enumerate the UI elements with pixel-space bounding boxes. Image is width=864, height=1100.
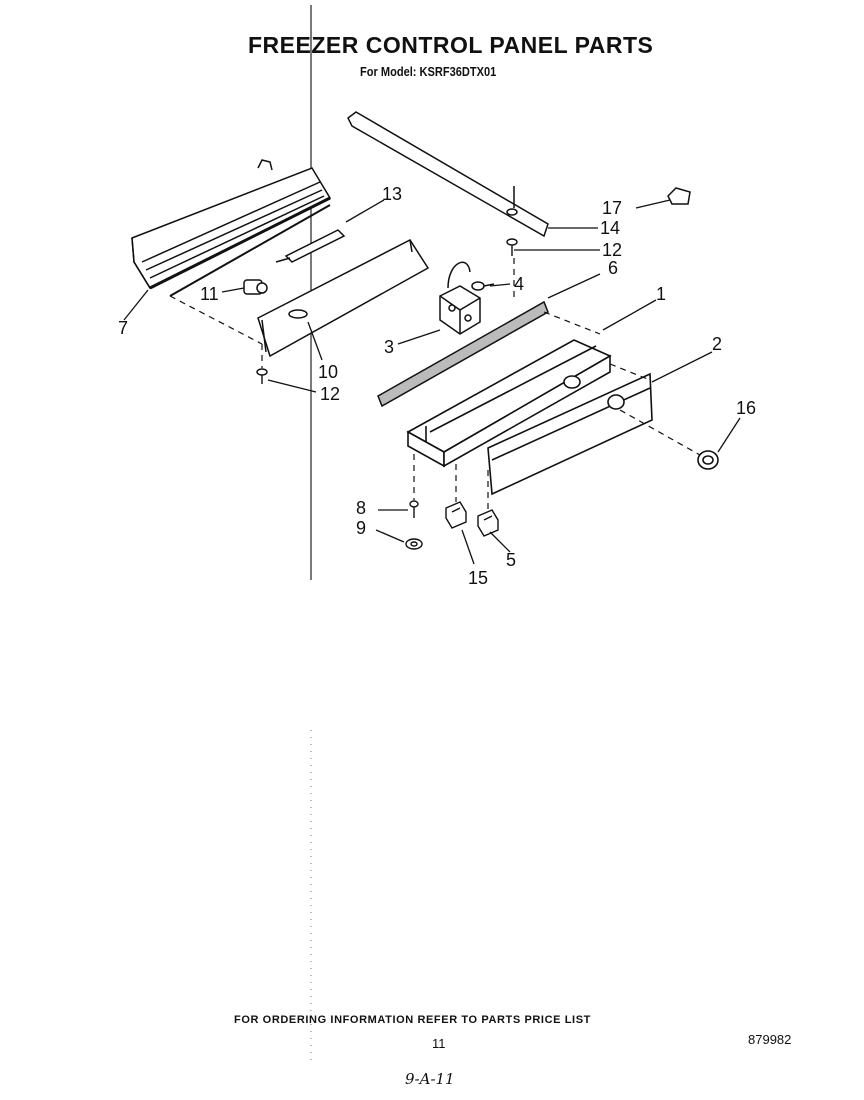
model-subtitle: For Model: KSRF36DTX01 [360, 64, 497, 79]
part-4-screw [471, 281, 495, 291]
callout-16: 16 [736, 398, 756, 418]
part-14-rail [347, 111, 549, 238]
callout-17: 17 [602, 198, 622, 218]
callout-10: 10 [318, 362, 338, 382]
part-6-strip [377, 300, 549, 408]
part-2-panel [487, 372, 653, 496]
part-13-sensor [275, 229, 346, 263]
document-number: 879982 [748, 1032, 792, 1047]
callout-5: 5 [506, 550, 516, 570]
callout-13: 13 [382, 184, 402, 204]
page-title: FREEZER CONTROL PANEL PARTS [248, 32, 654, 58]
callout-14: 14 [600, 218, 620, 238]
leader-lines [123, 199, 741, 565]
part-3-thermostat [439, 261, 481, 335]
part-17-clip [667, 187, 691, 205]
part-12-screw-left [256, 368, 268, 384]
callout-7: 7 [118, 318, 128, 338]
part-15-switch [445, 501, 467, 529]
part-11-clip [243, 279, 268, 295]
callout-9: 9 [356, 518, 366, 538]
part-1-housing [406, 339, 612, 468]
assembly-lines [169, 258, 701, 510]
part-7-cover [131, 159, 332, 297]
callout-3: 3 [384, 337, 394, 357]
part-10-bracket [257, 239, 430, 358]
page-number: 11 [432, 1036, 446, 1051]
part-12-screw-right [506, 238, 518, 256]
callout-11: 11 [200, 284, 219, 304]
callout-15: 15 [468, 568, 488, 588]
part-8-screw [409, 500, 419, 518]
part-5-switch [477, 509, 499, 537]
callout-12-right: 12 [602, 240, 622, 260]
callout-labels: 1 2 3 4 5 6 7 8 9 10 11 12 12 13 14 15 1… [118, 184, 756, 588]
callout-2: 2 [712, 334, 722, 354]
callout-6: 6 [608, 258, 618, 278]
callout-8: 8 [356, 498, 366, 518]
handwritten-note: 9-A-11 [405, 1070, 455, 1088]
callout-12-left: 12 [320, 384, 340, 404]
ordering-info-footer: FOR ORDERING INFORMATION REFER TO PARTS … [234, 1014, 591, 1026]
callout-1: 1 [656, 284, 666, 304]
part-9-washer [405, 538, 423, 550]
callout-4: 4 [514, 274, 524, 294]
part-16-knob [697, 450, 719, 470]
